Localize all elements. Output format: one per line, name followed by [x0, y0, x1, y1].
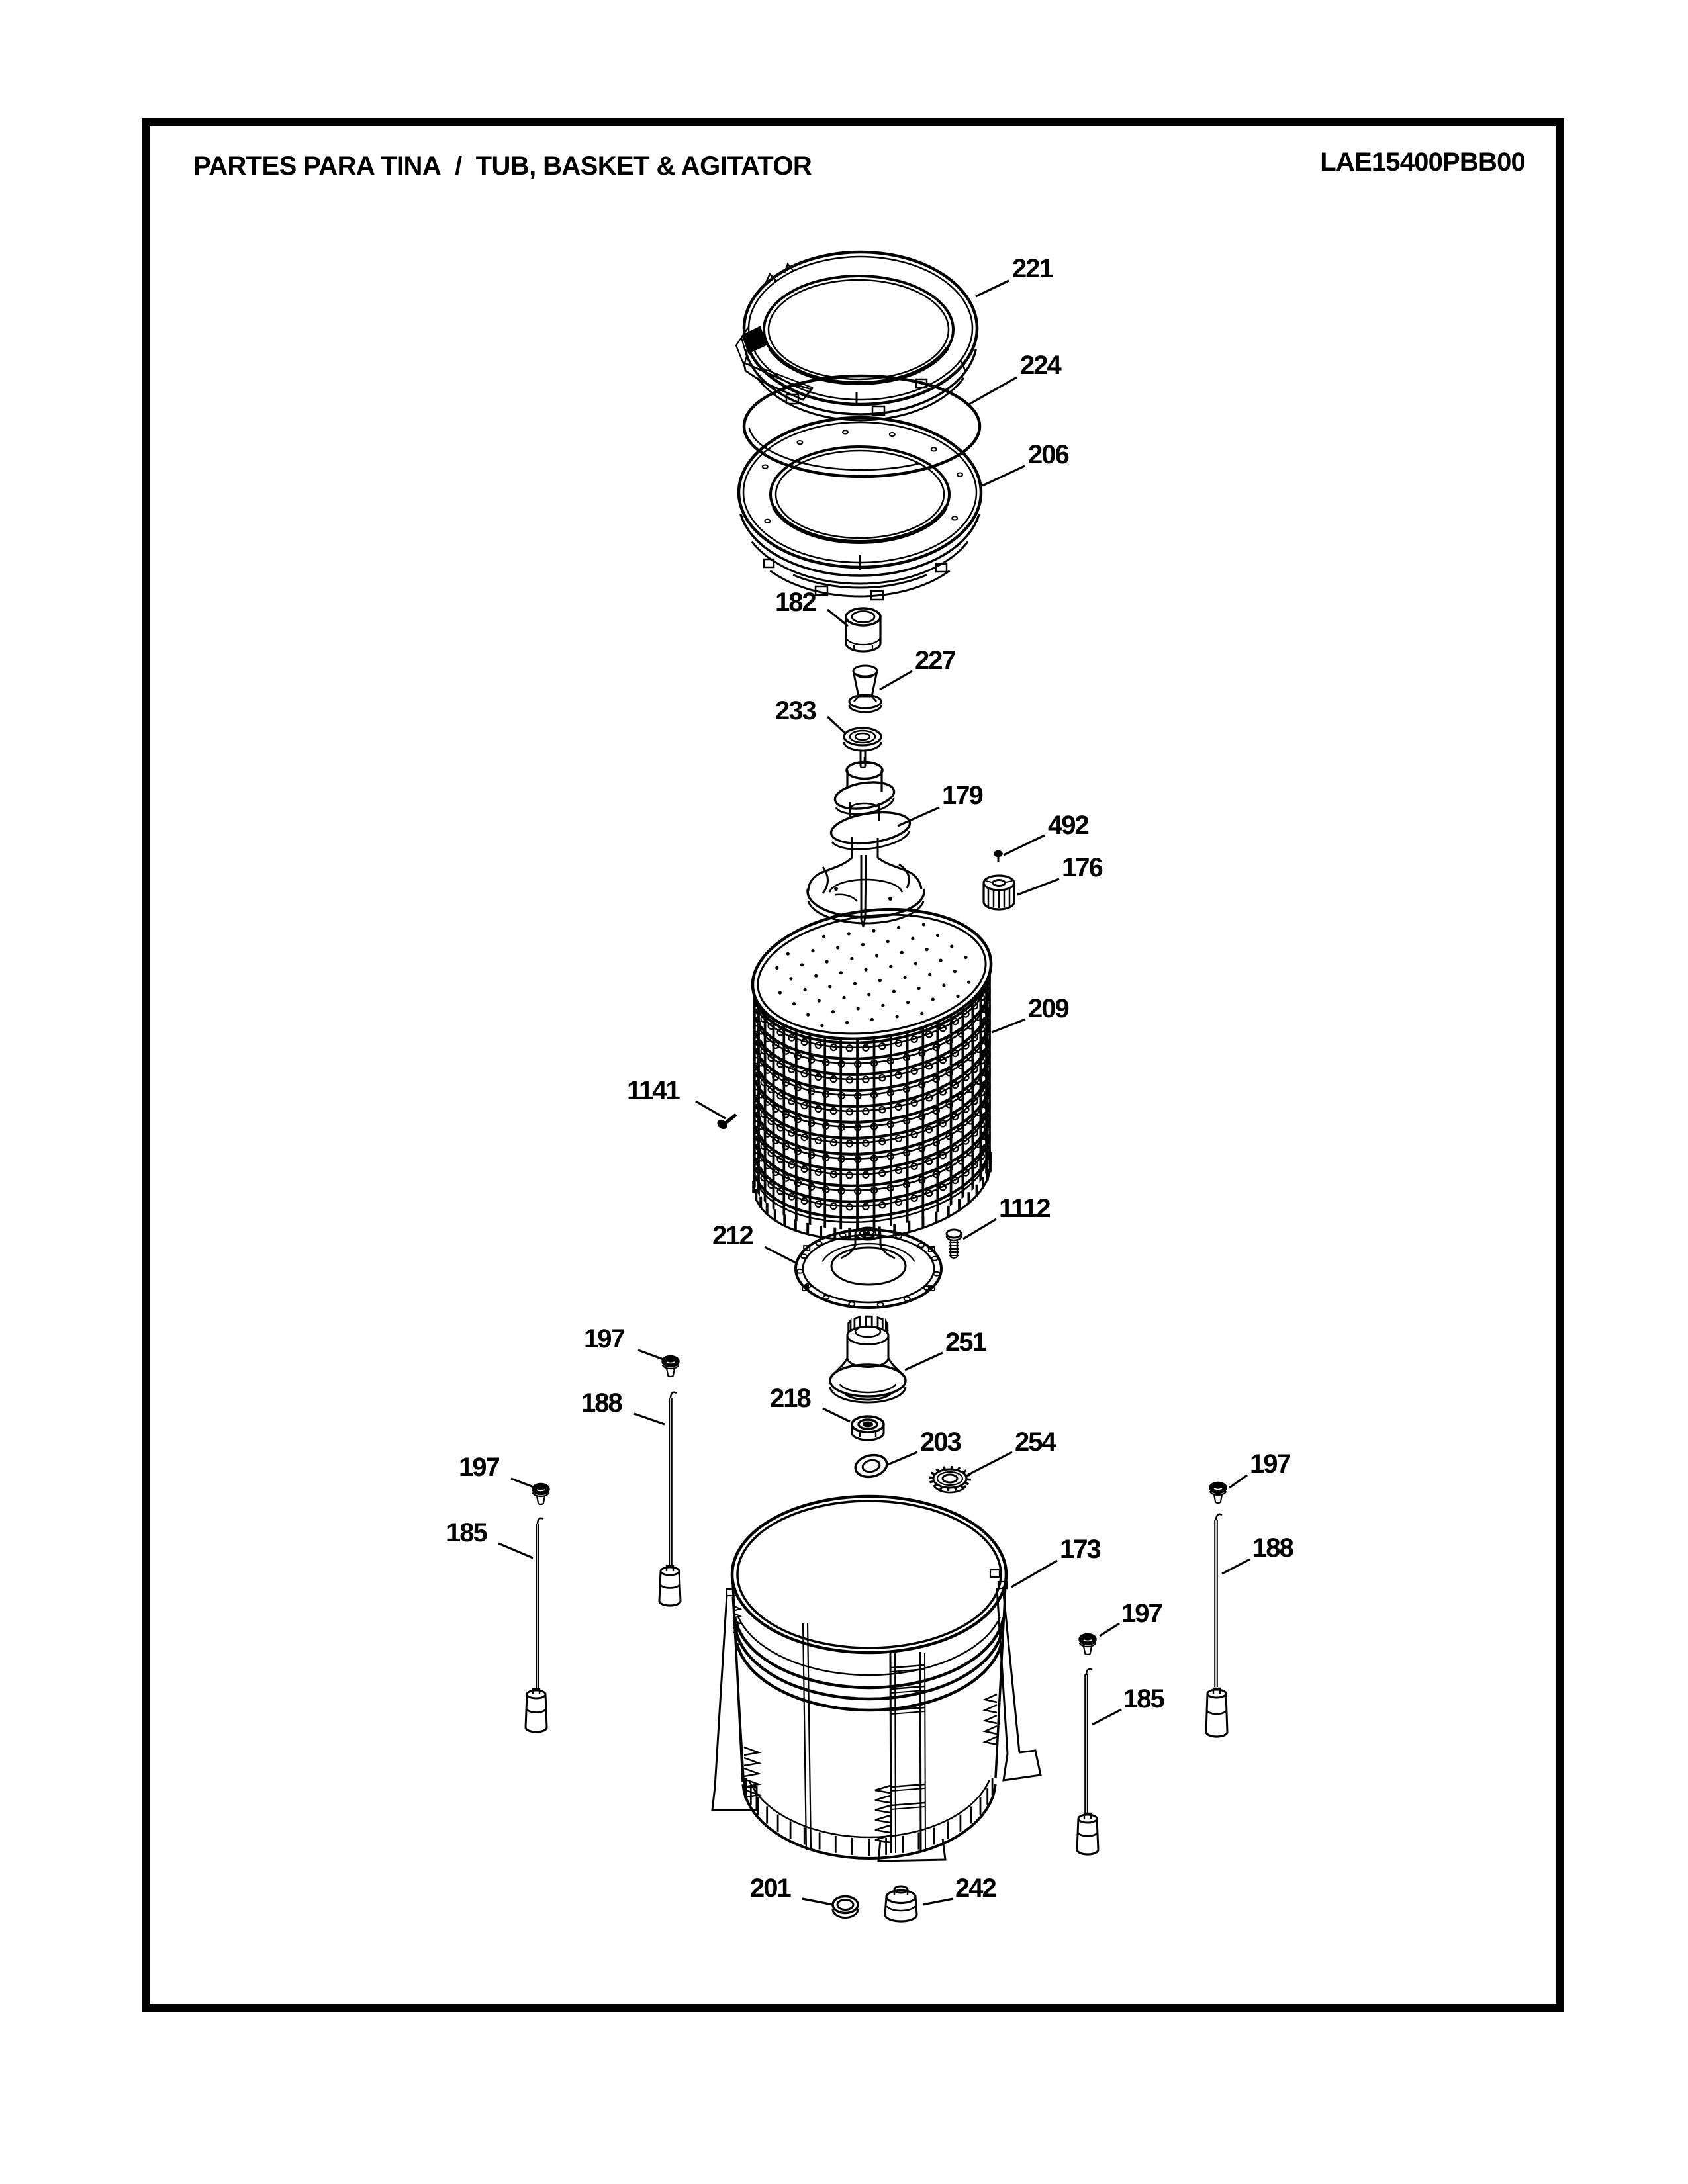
svg-text:185: 185 — [446, 1518, 487, 1547]
svg-text:179: 179 — [942, 781, 982, 810]
svg-text:212: 212 — [712, 1221, 753, 1250]
svg-text:251: 251 — [945, 1328, 986, 1357]
svg-text:185: 185 — [1123, 1684, 1164, 1713]
svg-text:197: 197 — [584, 1324, 624, 1353]
svg-text:188: 188 — [581, 1388, 622, 1418]
svg-text:242: 242 — [955, 1874, 996, 1903]
svg-text:209: 209 — [1028, 994, 1068, 1023]
svg-text:LAE15400PBB00: LAE15400PBB00 — [1320, 148, 1525, 177]
svg-text:197: 197 — [459, 1453, 499, 1482]
svg-text:1112: 1112 — [999, 1194, 1050, 1223]
svg-text:176: 176 — [1062, 853, 1102, 882]
svg-text:188: 188 — [1252, 1533, 1293, 1563]
svg-text:492: 492 — [1048, 811, 1088, 840]
svg-text:224: 224 — [1020, 351, 1062, 380]
svg-text:PARTES PARA TINA / TUB, BASK: PARTES PARA TINA / TUB, BASKET & AGITATO… — [193, 152, 812, 181]
svg-text:233: 233 — [775, 696, 816, 725]
svg-text:221: 221 — [1012, 254, 1053, 283]
svg-text:218: 218 — [770, 1384, 811, 1413]
svg-text:201: 201 — [750, 1874, 791, 1903]
svg-text:206: 206 — [1028, 440, 1068, 469]
svg-text:173: 173 — [1060, 1535, 1100, 1564]
svg-text:1141: 1141 — [627, 1076, 680, 1105]
svg-text:197: 197 — [1121, 1599, 1162, 1628]
svg-text:203: 203 — [920, 1428, 961, 1457]
svg-text:182: 182 — [775, 588, 816, 617]
svg-text:197: 197 — [1250, 1449, 1290, 1479]
svg-text:254: 254 — [1015, 1428, 1056, 1457]
svg-text:227: 227 — [915, 646, 955, 675]
